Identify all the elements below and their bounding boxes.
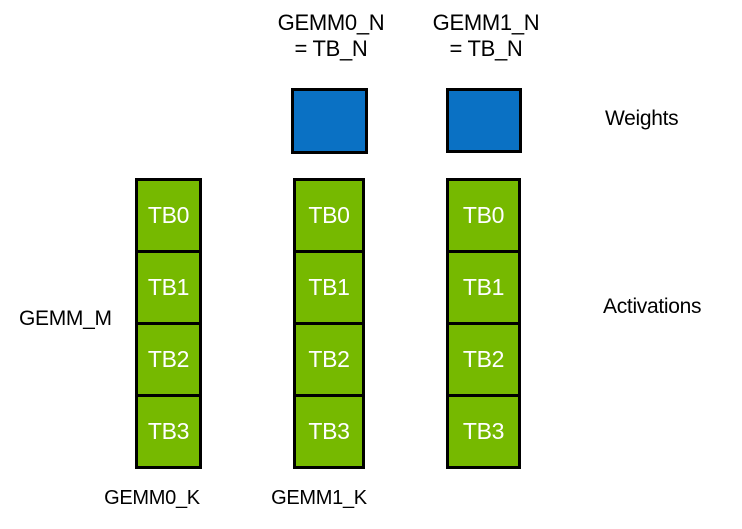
tb-block: TB0 <box>449 181 518 250</box>
weights-label: Weights <box>605 107 679 130</box>
gemm0-weights-square <box>291 88 368 154</box>
activations-column-gemm0: TB0 TB1 TB2 TB3 <box>135 178 202 469</box>
gemm1-n-label-line1: GEMM1_N <box>432 10 540 35</box>
tb-block: TB2 <box>296 325 362 394</box>
tb-block: TB1 <box>138 253 199 322</box>
tb-block: TB3 <box>138 397 199 466</box>
tb-block: TB2 <box>138 325 199 394</box>
activations-column-right: TB0 TB1 TB2 TB3 <box>446 178 521 469</box>
tb-block: TB3 <box>449 397 518 466</box>
gemm0-n-label-line2: = TB_N <box>294 36 368 61</box>
gemm1-k-label: GEMM1_K <box>271 487 367 509</box>
gemm0-k-label: GEMM0_K <box>104 487 200 509</box>
tb-block: TB1 <box>449 253 518 322</box>
gemm0-n-label-line1: GEMM0_N <box>277 10 385 35</box>
tb-block: TB1 <box>296 253 362 322</box>
tb-block: TB0 <box>296 181 362 250</box>
gemm1-weights-square <box>446 88 522 153</box>
gemm1-n-label: GEMM1_N = TB_N <box>396 10 576 62</box>
tb-block: TB2 <box>449 325 518 394</box>
tb-block: TB3 <box>296 397 362 466</box>
activations-column-gemm1: TB0 TB1 TB2 TB3 <box>293 178 365 469</box>
gemm-m-label: GEMM_M <box>19 307 112 330</box>
tb-block: TB0 <box>138 181 199 250</box>
activations-label: Activations <box>603 295 702 318</box>
gemm0-n-label: GEMM0_N = TB_N <box>241 10 421 62</box>
gemm1-n-label-line2: = TB_N <box>449 36 523 61</box>
